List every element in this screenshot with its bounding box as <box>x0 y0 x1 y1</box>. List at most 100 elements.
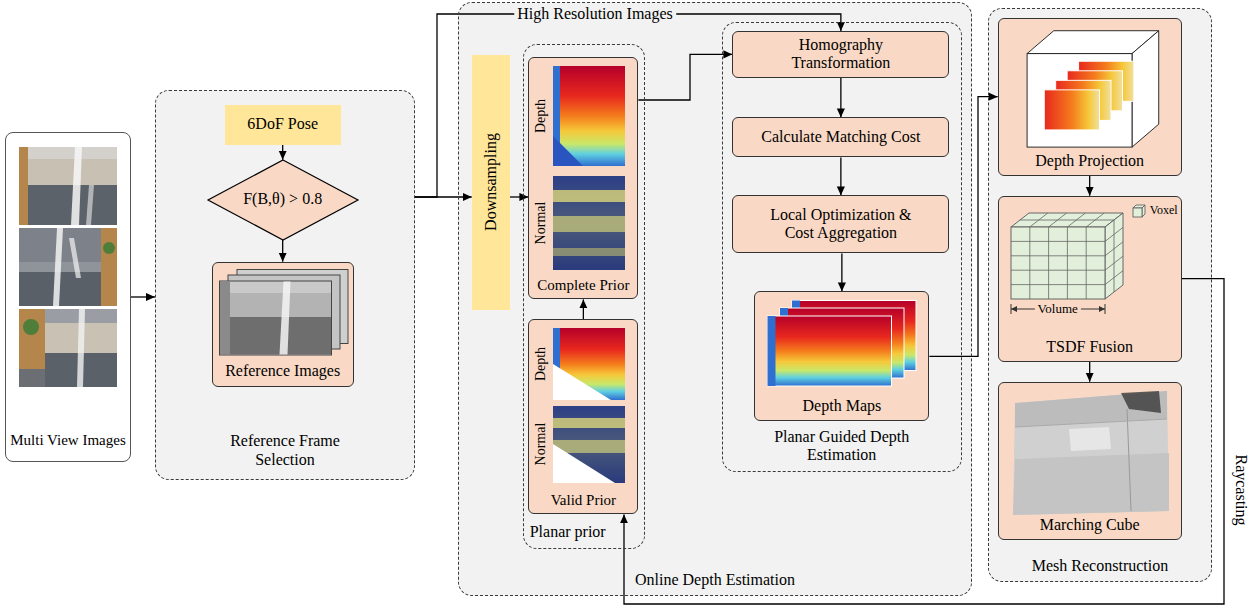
edge-label: Raycasting <box>1232 451 1250 528</box>
group-region: Online Depth EstimationDownsamplingPlana… <box>458 2 972 596</box>
illustration-part <box>553 406 625 483</box>
reference-image-stack <box>219 269 349 359</box>
process-box: Calculate Matching Cost <box>732 117 949 157</box>
label-holder: Depth <box>533 99 549 133</box>
label-holder: Complete Prior <box>529 277 637 294</box>
flow-arrow <box>1089 362 1090 382</box>
illustration-part <box>768 316 892 386</box>
illustration-part <box>28 159 117 185</box>
illustration-part <box>1011 213 1123 227</box>
node-label: TSDF Fusion <box>1046 338 1133 356</box>
group-label: Online Depth Estimation <box>635 571 795 589</box>
label-holder: Raycasting <box>1232 451 1250 528</box>
illustration-part <box>553 190 625 202</box>
label-holder: Mesh Reconstruction <box>989 557 1211 575</box>
illustration-part <box>1105 213 1123 299</box>
node-label: Calculate Matching Cost <box>761 128 920 146</box>
group-fill <box>523 44 645 549</box>
illustration-part <box>553 66 625 166</box>
label-holder: Voxel <box>1150 204 1178 218</box>
label-holder: High Resolution Images <box>514 5 676 23</box>
group-fill <box>988 8 1212 582</box>
illustration-part <box>19 228 117 306</box>
illustration-part <box>553 444 615 483</box>
illustration-part <box>1142 205 1145 217</box>
illustration-part <box>220 317 331 355</box>
illustration-part <box>279 281 290 354</box>
node-label: Local Optimization & Cost Aggregation <box>761 206 921 243</box>
group-region: Mesh Reconstruction Depth Projection Vox… <box>988 8 1212 582</box>
label-holder: Depth <box>533 347 549 381</box>
process-box: Homography Transformation <box>732 31 949 78</box>
illustration-part <box>553 418 625 428</box>
node-label: Depth Projection <box>1035 152 1144 170</box>
group-fill <box>722 22 962 472</box>
illustration-part <box>19 147 28 225</box>
axis-label: Normal <box>533 423 549 466</box>
label-holder: Normal <box>533 423 549 466</box>
illustration-part <box>1067 227 1068 299</box>
group-fill <box>458 2 972 596</box>
flow-arrow <box>840 157 841 195</box>
illustration-part <box>86 185 94 225</box>
illustration-part <box>553 364 611 400</box>
illustration-part <box>1127 409 1131 511</box>
group-fill <box>155 90 415 480</box>
illustration-part <box>1011 284 1105 285</box>
process-box: 6DoF Pose <box>225 105 341 145</box>
illustration-part <box>1011 269 1105 270</box>
node-label: 6DoF Pose <box>247 115 318 133</box>
node-label: Marching Cube <box>1040 516 1140 534</box>
flow-arrow <box>583 299 584 319</box>
illustration-part <box>19 228 117 306</box>
node-label: Multi View Images <box>10 432 125 449</box>
illustration-part <box>1044 90 1099 130</box>
label-holder: Online Depth Estimation <box>459 571 971 589</box>
illustration-part <box>553 136 583 166</box>
label-holder: Reference Frame Selection <box>156 432 414 469</box>
illustration-part <box>1011 241 1105 242</box>
image-panel: DepthNormalValid Prior <box>528 319 638 514</box>
illustration-part <box>103 242 115 254</box>
process-box: Downsampling <box>472 55 510 310</box>
projection-cube <box>1016 25 1166 149</box>
illustration-part <box>553 248 625 256</box>
illustration-part <box>1029 227 1030 299</box>
flow-arrow <box>510 196 529 197</box>
illustration-part <box>1069 427 1111 451</box>
illustration-part <box>71 147 82 225</box>
label-holder: Downsampling <box>481 133 499 231</box>
illustration-part <box>1013 453 1169 515</box>
illustration-part <box>77 309 85 387</box>
illustration-part <box>1132 30 1159 146</box>
illustration-part <box>23 319 39 335</box>
group-label: Planar Guided Depth Estimation <box>742 428 942 465</box>
label-holder: Valid Prior <box>529 492 637 509</box>
illustration-part <box>220 293 331 317</box>
illustration-part <box>768 316 776 386</box>
illustration-part <box>1020 219 1114 220</box>
voxel-grid <box>1005 203 1177 321</box>
axis-label: Normal <box>533 202 549 245</box>
node-label: F(B,θ) > 0.8 <box>243 190 322 208</box>
edge-label: High Resolution Images <box>514 5 676 23</box>
group-label: Planar prior <box>530 523 606 541</box>
image-panel: Multi View Images <box>5 132 130 462</box>
illustration-part <box>1085 227 1086 299</box>
prior-maps <box>553 328 625 483</box>
label-holder: Volume <box>1035 301 1081 316</box>
illustration-part <box>19 309 45 369</box>
flow-arrow <box>1089 176 1090 196</box>
illustration-part <box>553 328 625 400</box>
flow-arrow <box>282 240 283 262</box>
illustration-part <box>1015 391 1167 427</box>
illustration-part <box>1013 391 1169 515</box>
group-region: Planar prior DepthNormalComplete Prior D… <box>523 44 645 549</box>
label-holder: Planar Guided Depth Estimation <box>723 428 961 465</box>
illustration-part <box>1011 227 1105 299</box>
image-panel: Reference Images <box>212 262 354 387</box>
group-region: Planar Guided Depth Estimation Homography… <box>722 22 962 472</box>
illustration-part <box>768 316 892 386</box>
annotation-label: Volume <box>1035 301 1081 316</box>
